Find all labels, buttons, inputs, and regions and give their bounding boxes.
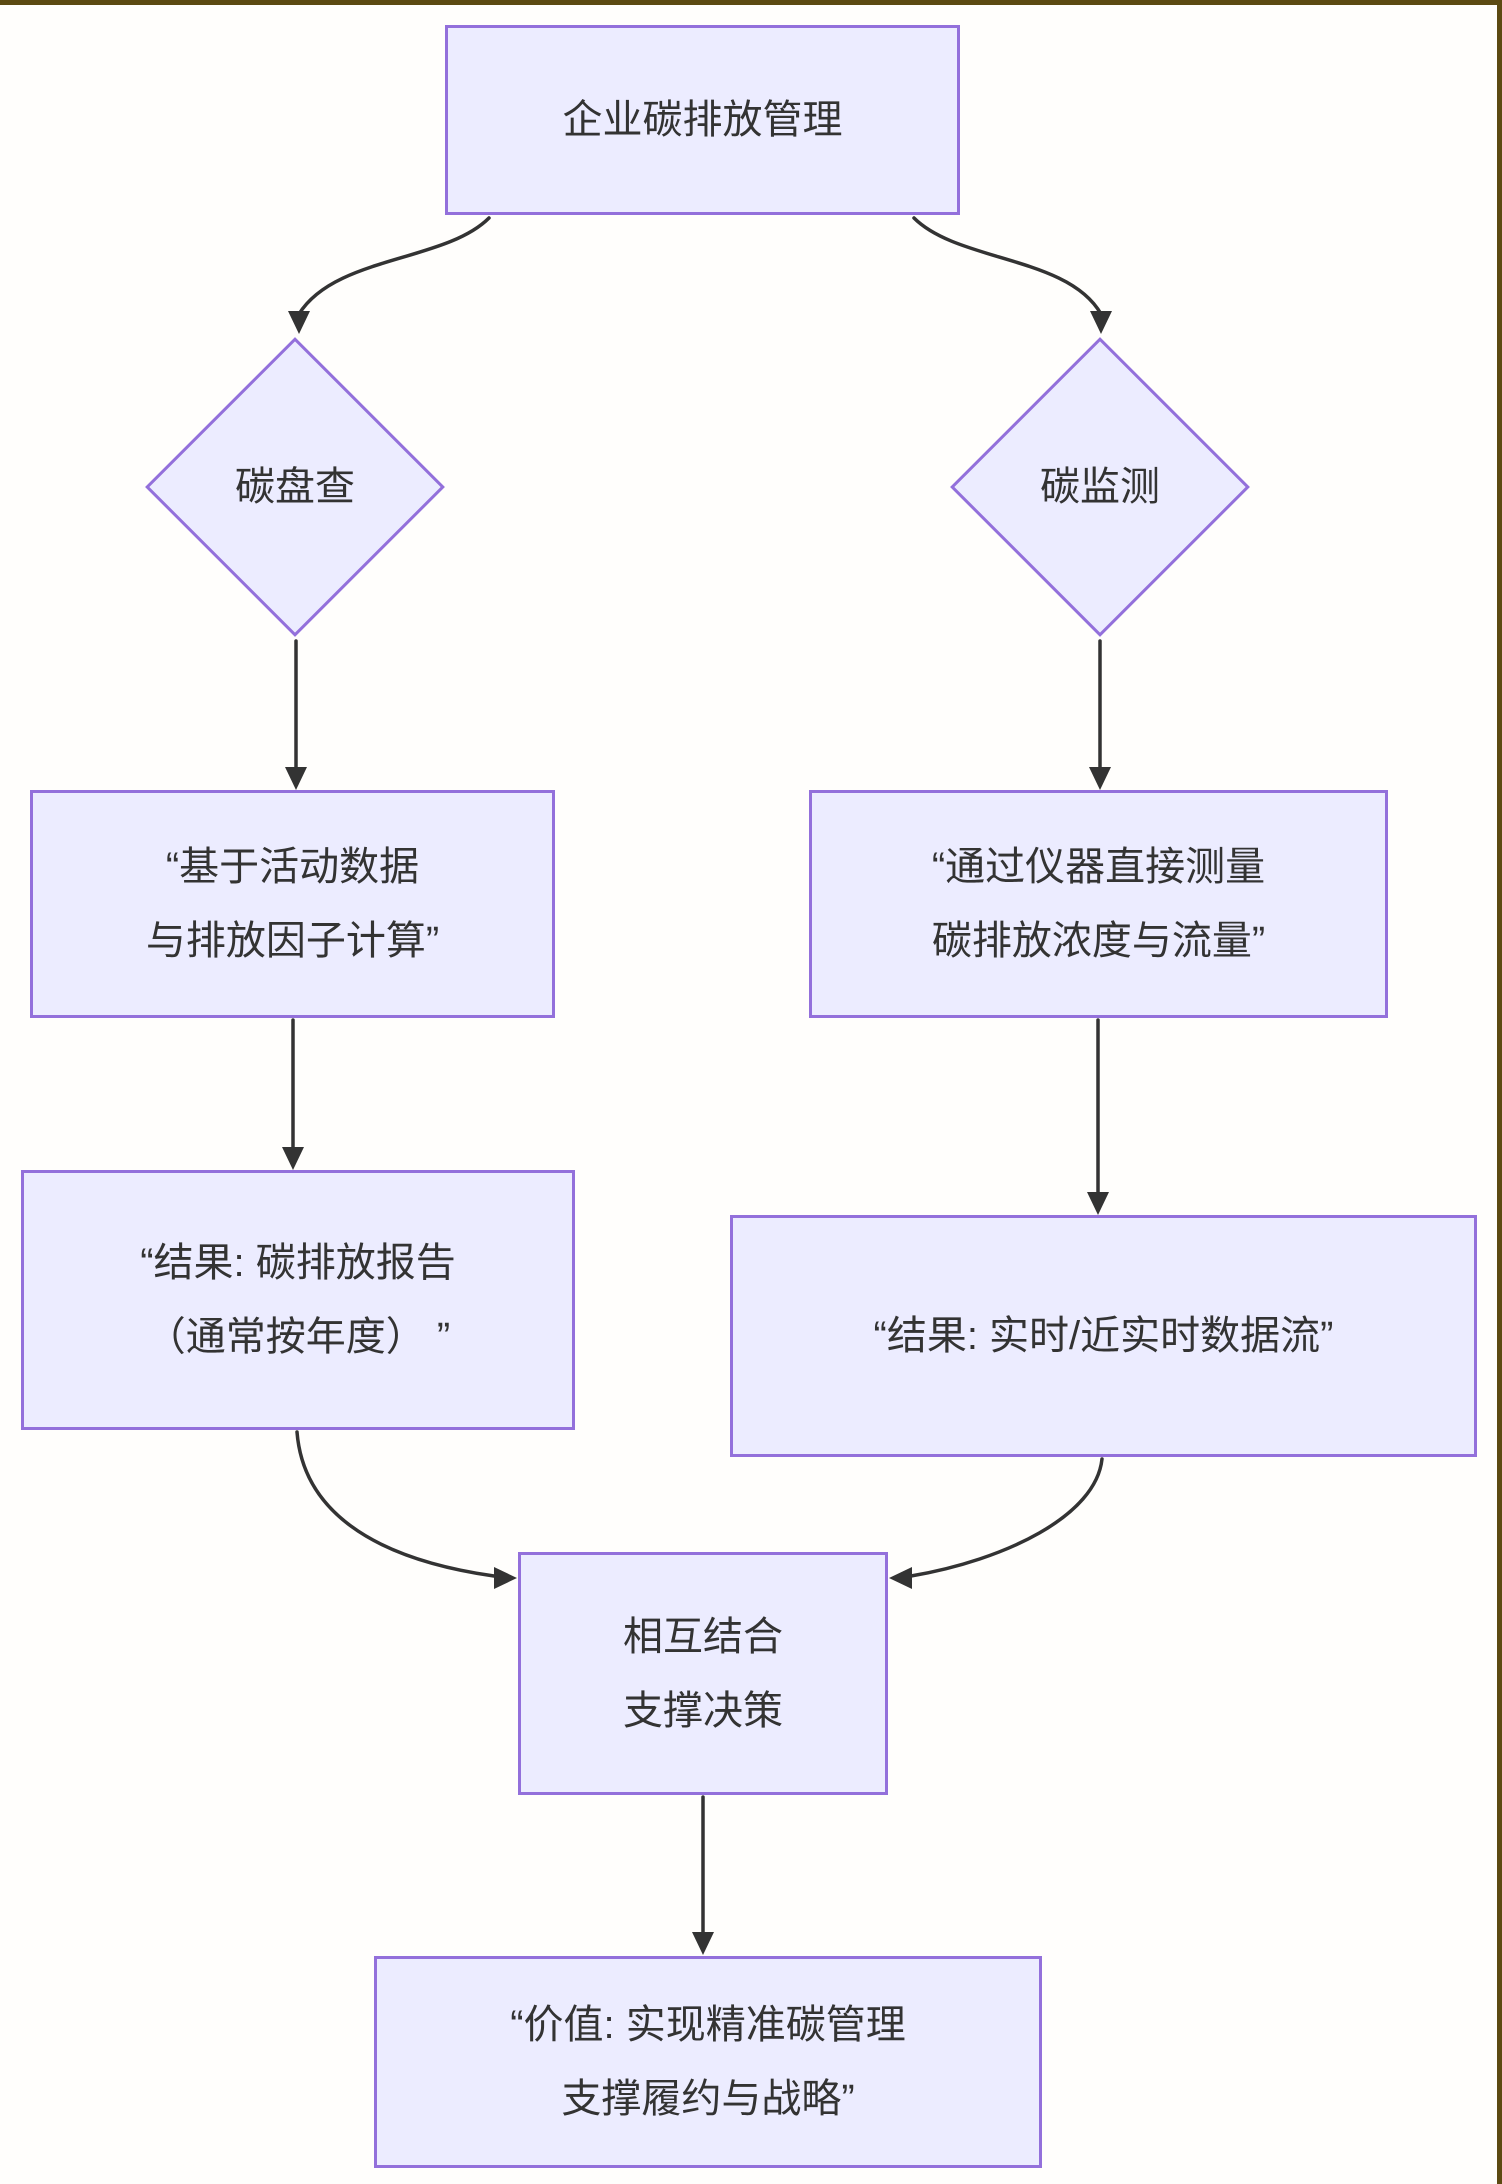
node-inventory: 碳盘查 <box>145 337 445 637</box>
node-combine: 相互结合 支撑决策 <box>518 1552 888 1795</box>
node-combine-label: 相互结合 支撑决策 <box>623 1614 783 1733</box>
frame-right-border <box>1497 0 1502 2184</box>
node-inventory-label: 碳盘查 <box>235 465 355 509</box>
node-root-label: 企业碳排放管理 <box>562 98 843 142</box>
node-monitoring-label: 碳监测 <box>1040 465 1160 509</box>
edge-monitoringresult-combine <box>889 1457 1104 1589</box>
node-monitoring: 碳监测 <box>950 337 1250 637</box>
node-value-label: “价值: 实现精准碳管理 支撑履约与战略” <box>510 2003 906 2121</box>
edge-inventory-method <box>285 639 307 790</box>
edge-monitoring-method <box>1089 639 1111 790</box>
node-inventory-method-label: “基于活动数据 与排放因子计算” <box>145 845 440 963</box>
node-monitoring-method-label: “通过仪器直接测量 碳排放浓度与流量” <box>931 845 1266 963</box>
node-monitoring-result: “结果: 实时/近实时数据流” <box>730 1215 1477 1457</box>
edge-monitoring-result <box>1087 1018 1109 1215</box>
node-inventory-result-label: “结果: 碳排放报告 （通常按年度） ” <box>140 1241 456 1359</box>
edge-inventory-result <box>282 1018 304 1170</box>
edge-root-inventory <box>288 216 491 334</box>
node-monitoring-method: “通过仪器直接测量 碳排放浓度与流量” <box>809 790 1388 1018</box>
node-inventory-method: “基于活动数据 与排放因子计算” <box>30 790 555 1018</box>
edge-combine-value <box>692 1795 714 1955</box>
frame-top-border <box>0 0 1502 5</box>
node-root: 企业碳排放管理 <box>445 25 960 215</box>
node-inventory-result: “结果: 碳排放报告 （通常按年度） ” <box>21 1170 575 1430</box>
node-monitoring-result-label: “结果: 实时/近实时数据流” <box>873 1314 1334 1358</box>
edge-root-monitoring <box>912 216 1112 334</box>
edge-inventoryresult-combine <box>295 1430 517 1589</box>
node-value: “价值: 实现精准碳管理 支撑履约与战略” <box>374 1956 1042 2168</box>
